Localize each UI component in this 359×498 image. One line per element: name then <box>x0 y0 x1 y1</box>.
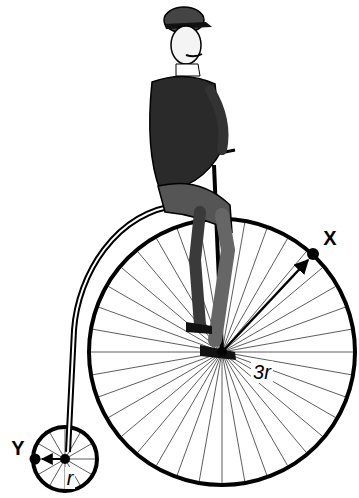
wheel-spoke <box>122 352 222 436</box>
wheel-spoke <box>222 352 223 483</box>
rider-head <box>171 26 201 64</box>
point-label: X <box>321 227 338 249</box>
radius-label: 3r <box>251 361 273 383</box>
collar <box>176 64 200 76</box>
wheel-spoke <box>157 352 223 465</box>
small-wheel-spokes <box>35 429 95 489</box>
radius-arrow-x <box>222 260 308 352</box>
rider-shoe <box>200 345 236 360</box>
wheel-spoke <box>99 352 222 397</box>
radius-label: r <box>65 467 76 489</box>
wheel-spoke <box>222 352 306 452</box>
small-wheel-rim <box>33 427 97 491</box>
wheel-spoke <box>222 352 335 418</box>
moustache <box>186 54 202 56</box>
wheel-spoke <box>222 307 345 352</box>
point-x <box>307 248 319 260</box>
rider-shoe-far <box>186 322 212 334</box>
backbone-frame <box>68 205 180 452</box>
point-label: Y <box>9 437 26 459</box>
backbone-highlight <box>68 205 180 452</box>
radius-arrow-y <box>42 458 65 460</box>
wheel-spoke <box>222 352 353 353</box>
rider-leg-near <box>215 215 228 340</box>
wheel-spoke <box>222 352 245 481</box>
wheel-spoke <box>222 268 322 352</box>
rider-arm <box>210 90 224 150</box>
point-y <box>30 454 41 465</box>
rider-leg-far <box>195 212 200 325</box>
